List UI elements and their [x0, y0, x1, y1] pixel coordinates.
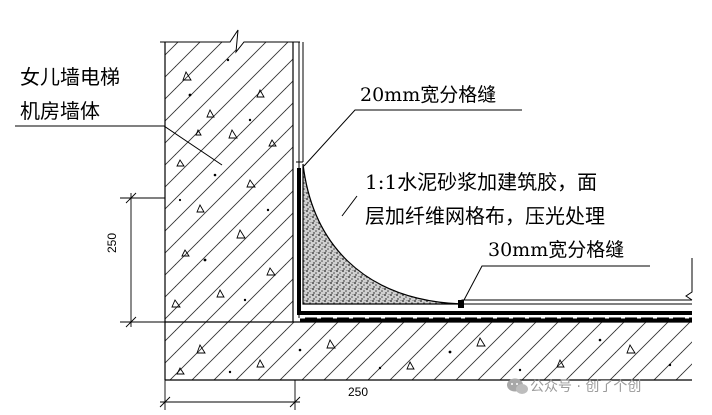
mortar-label-line1: 1:1水泥砂浆加建筑胶，面: [365, 170, 598, 194]
joint-20mm-label: 20mm宽分格缝: [360, 84, 497, 106]
wall-label-line1: 女儿墙电梯: [20, 65, 120, 89]
dimension-horizontal: [159, 380, 301, 410]
mortar-label-line2: 层加纤维网格布，压光处理: [365, 204, 605, 228]
wall-label-line2: 机房墙体: [20, 99, 100, 123]
parapet-wall: [160, 29, 300, 322]
dimension-vertical: [120, 192, 165, 328]
dimension-horizontal-label: 250: [348, 385, 369, 399]
roof-slab: [164, 321, 692, 381]
wechat-icon: [507, 378, 528, 394]
waterproof-membrane: [297, 168, 692, 322]
joint-30mm-label: 30mm宽分格缝: [488, 239, 625, 261]
dimension-vertical-label: 250: [105, 232, 119, 253]
leader-lines: [15, 109, 650, 301]
break-line-right: [685, 258, 693, 301]
watermark-text: 公众号 · 创了个创: [530, 379, 642, 395]
